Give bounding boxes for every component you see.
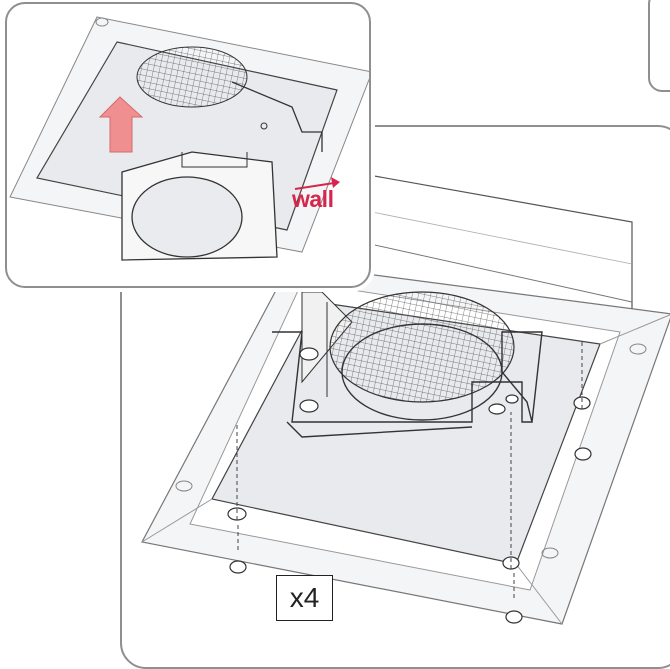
partial-step-panel: [648, 0, 670, 92]
screw-guide-lines: [236, 342, 583, 598]
wall-direction-arrow: [294, 177, 340, 190]
quantity-label: x4: [276, 575, 333, 621]
bracket-detail-diagram: [9, 16, 369, 261]
downlight-module: [272, 291, 543, 438]
main-illustration-panel: [120, 125, 670, 669]
fixture-installation-diagram: [141, 171, 670, 625]
downlight-module-detail: [121, 46, 323, 261]
detail-inset-panel: [5, 2, 371, 288]
up-arrow-icon: [98, 96, 144, 153]
screw-icon: [227, 347, 592, 624]
wall-direction-label: wall: [292, 186, 334, 212]
